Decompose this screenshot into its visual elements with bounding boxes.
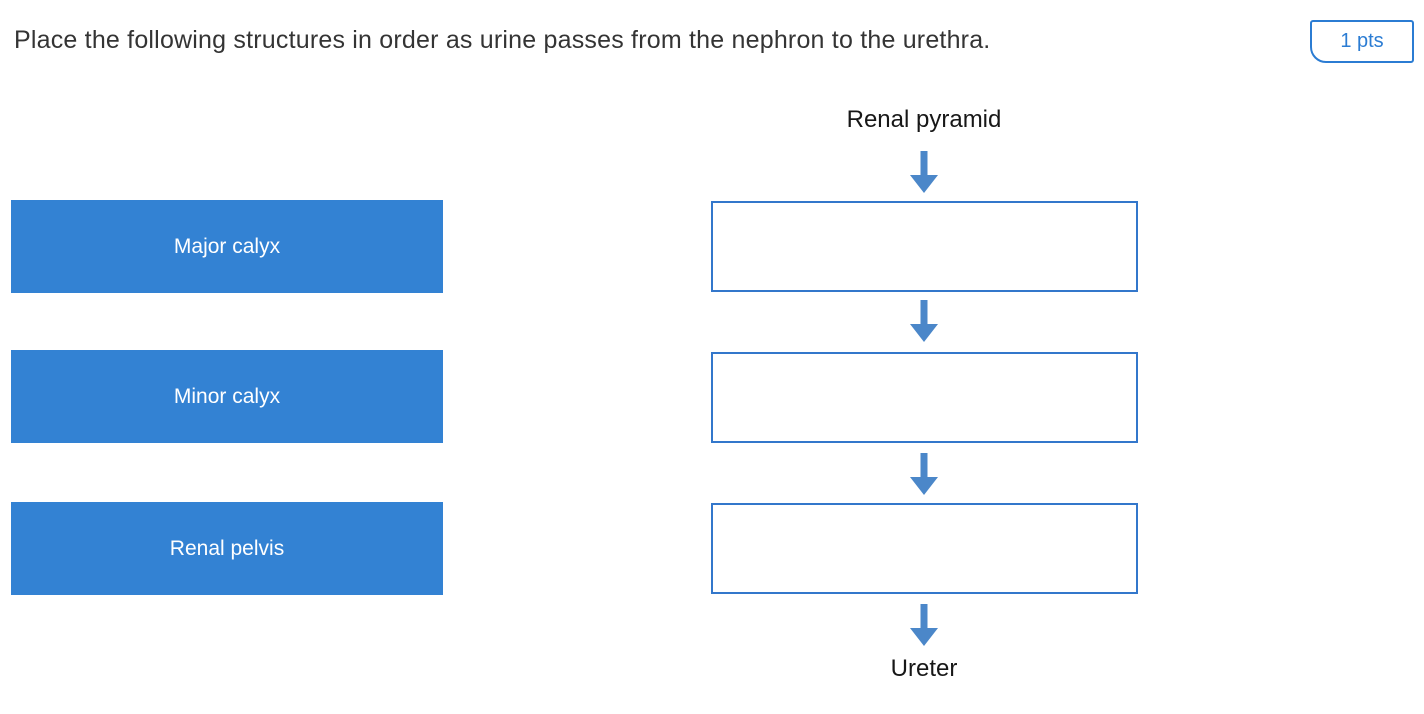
flow-end-label: Ureter [890, 655, 958, 682]
question-prompt: Place the following structures in order … [14, 26, 991, 54]
points-badge-label: 1 pts [1340, 30, 1384, 52]
arrow-down-icon [910, 151, 938, 193]
drop-slot-1[interactable] [711, 201, 1138, 292]
answer-tile-major-calyx[interactable]: Major calyx [11, 200, 443, 293]
answer-tile-label: Renal pelvis [169, 536, 285, 560]
answer-tile-minor-calyx[interactable]: Minor calyx [11, 350, 443, 443]
points-badge: 1 pts [1310, 20, 1414, 63]
arrow-down-icon [910, 300, 938, 342]
drop-slot-2[interactable] [711, 352, 1138, 443]
drop-slot-3[interactable] [711, 503, 1138, 594]
answer-tile-label: Minor calyx [173, 384, 281, 408]
arrow-down-icon [910, 604, 938, 646]
answer-tile-renal-pelvis[interactable]: Renal pelvis [11, 502, 443, 595]
flow-start-label: Renal pyramid [846, 106, 1002, 133]
arrow-down-icon [910, 453, 938, 495]
answer-tile-label: Major calyx [173, 234, 281, 258]
